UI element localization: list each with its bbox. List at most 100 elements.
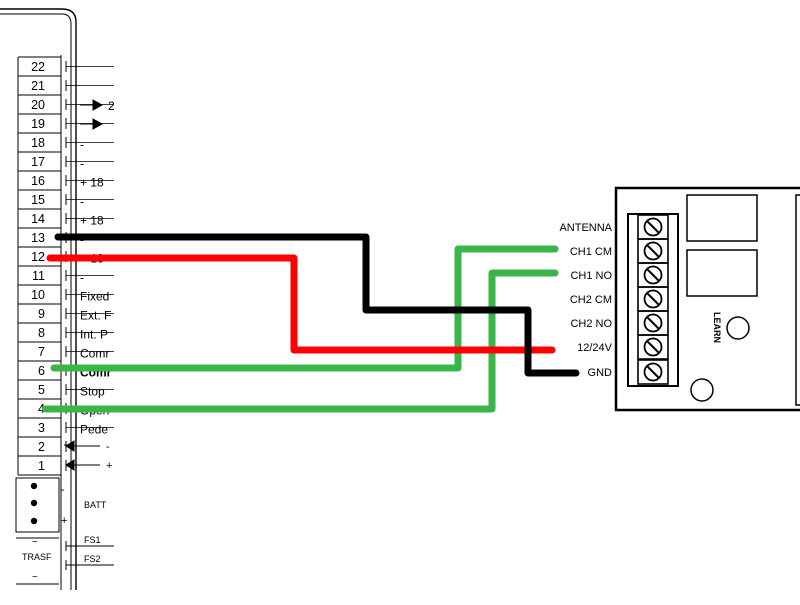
terminal-side-label: - — [80, 195, 84, 209]
terminal-cell: 18 — [18, 132, 67, 150]
led-indicator — [690, 378, 714, 402]
screw-terminal — [637, 359, 669, 385]
trasf-tilde-top: ~ — [32, 537, 38, 548]
learn-button — [726, 316, 750, 340]
arrow-left-icon — [65, 459, 75, 471]
terminal-number: 20 — [31, 98, 45, 112]
receiver-board: LEARN — [614, 186, 800, 412]
terminal-number: 21 — [31, 79, 45, 93]
relay-ch1 — [686, 194, 758, 242]
screw-terminal — [637, 238, 669, 264]
terminal-cell: 15 — [18, 189, 67, 207]
terminal-cell: 9 — [18, 303, 67, 321]
terminal-cell: 11 — [18, 265, 67, 283]
terminal-number: 12 — [31, 250, 45, 264]
receiver-terminal-label: CH1 CM — [570, 246, 612, 258]
receiver-terminal-label: ANTENNA — [559, 222, 612, 234]
screw-terminal — [637, 334, 669, 360]
terminal-cell: 19 — [18, 113, 67, 131]
learn-label: LEARN — [712, 312, 722, 343]
cut-label-20: 2 — [108, 99, 115, 113]
terminal-cell: 7 — [18, 341, 67, 359]
wires — [42, 233, 580, 413]
terminal-cell: 21 — [18, 75, 67, 93]
screw-terminal — [637, 286, 669, 312]
terminal-side-label: Ext. F — [80, 309, 111, 323]
terminal-cell: 10 — [18, 284, 67, 302]
terminal-cell: 20 — [18, 94, 67, 112]
terminal-cell: 14 — [18, 208, 67, 226]
receiver-terminal-label: CH2 NO — [570, 318, 612, 330]
terminal-number: 13 — [31, 231, 45, 245]
arrow-right-icon — [92, 118, 104, 130]
terminal-cell: 5 — [18, 379, 67, 397]
battery-pin-dot — [30, 517, 38, 525]
screw-terminal — [637, 262, 669, 288]
terminal-number: 5 — [38, 383, 45, 397]
receiver-outline — [614, 186, 800, 412]
terminal-number: 9 — [38, 307, 45, 321]
terminal-side-label: + 18 — [80, 214, 104, 228]
relay-ch2 — [686, 249, 758, 297]
batt-plus: + — [61, 515, 67, 527]
receiver-terminal-strip — [627, 213, 679, 387]
terminal-side-label: Comr — [80, 347, 109, 361]
terminal-number: 1 — [38, 459, 45, 473]
wire-13-to-gnd — [54, 233, 580, 377]
terminal-side-label: - — [80, 271, 84, 285]
arrow-right-icon — [92, 99, 104, 111]
terminal-cell: 16 — [18, 170, 67, 188]
terminal-side-label: Stop — [80, 385, 105, 399]
receiver-edge-component — [795, 194, 800, 406]
terminal-number: 15 — [31, 193, 45, 207]
battery-pin-dot — [30, 482, 38, 490]
receiver-terminal-labels: ANTENNA CH1 CM CH1 NO CH2 CM CH2 NO 12/24V GND — [559, 222, 612, 379]
terminal-number: 17 — [31, 155, 45, 169]
receiver-terminal-label: 12/24V — [577, 342, 613, 354]
terminal-cell: 3 — [18, 417, 67, 435]
terminal-side-label: Int. P — [80, 328, 108, 342]
terminal-number: 2 — [38, 440, 45, 454]
battery-section: - + BATT — [15, 477, 107, 533]
terminal-2-sign: - — [106, 441, 110, 453]
receiver-screw-terminals — [637, 214, 669, 385]
terminal-cell: 1 — [18, 455, 67, 473]
terminal-cell: 17 — [18, 151, 67, 169]
terminal-side-label: Pede — [80, 423, 108, 437]
terminal-side-label: + 18 — [80, 176, 104, 190]
terminal-number: 10 — [31, 288, 45, 302]
terminal-cell: 2 — [18, 436, 67, 454]
terminal-number: 18 — [31, 136, 45, 150]
terminal-1-sign: + — [106, 460, 112, 472]
receiver-terminal-label: CH2 CM — [570, 294, 612, 306]
arrow-icons: 2 - + — [64, 99, 115, 472]
wire-12-to-12-24v — [46, 254, 556, 354]
batt-minus: - — [61, 484, 65, 496]
batt-label: BATT — [84, 500, 107, 510]
fs1-label: FS1 — [84, 535, 101, 545]
receiver-terminal-label: GND — [588, 367, 613, 379]
terminal-number: 3 — [38, 421, 45, 435]
terminal-number: 19 — [31, 117, 45, 131]
terminal-cell: 22 — [18, 56, 67, 74]
terminal-number: 14 — [31, 212, 45, 226]
terminal-number: 22 — [31, 60, 45, 74]
trasf-label: TRASF — [22, 552, 52, 562]
arrow-left-icon — [65, 440, 75, 452]
terminal-number: 16 — [31, 174, 45, 188]
fs2-label: FS2 — [84, 554, 101, 564]
receiver-terminal-label: CH1 NO — [570, 270, 612, 282]
transformer-section: ~ TRASF ~ FS1 FS2 — [16, 535, 114, 585]
terminal-number: 8 — [38, 326, 45, 340]
terminal-number: 6 — [38, 364, 45, 378]
terminal-number: 11 — [32, 269, 45, 283]
terminal-number: 4 — [38, 402, 45, 416]
terminal-number: 7 — [38, 345, 45, 359]
terminal-cell: 8 — [18, 322, 67, 340]
trasf-tilde-bottom: ~ — [32, 572, 38, 583]
terminal-side-label: - — [80, 157, 84, 171]
